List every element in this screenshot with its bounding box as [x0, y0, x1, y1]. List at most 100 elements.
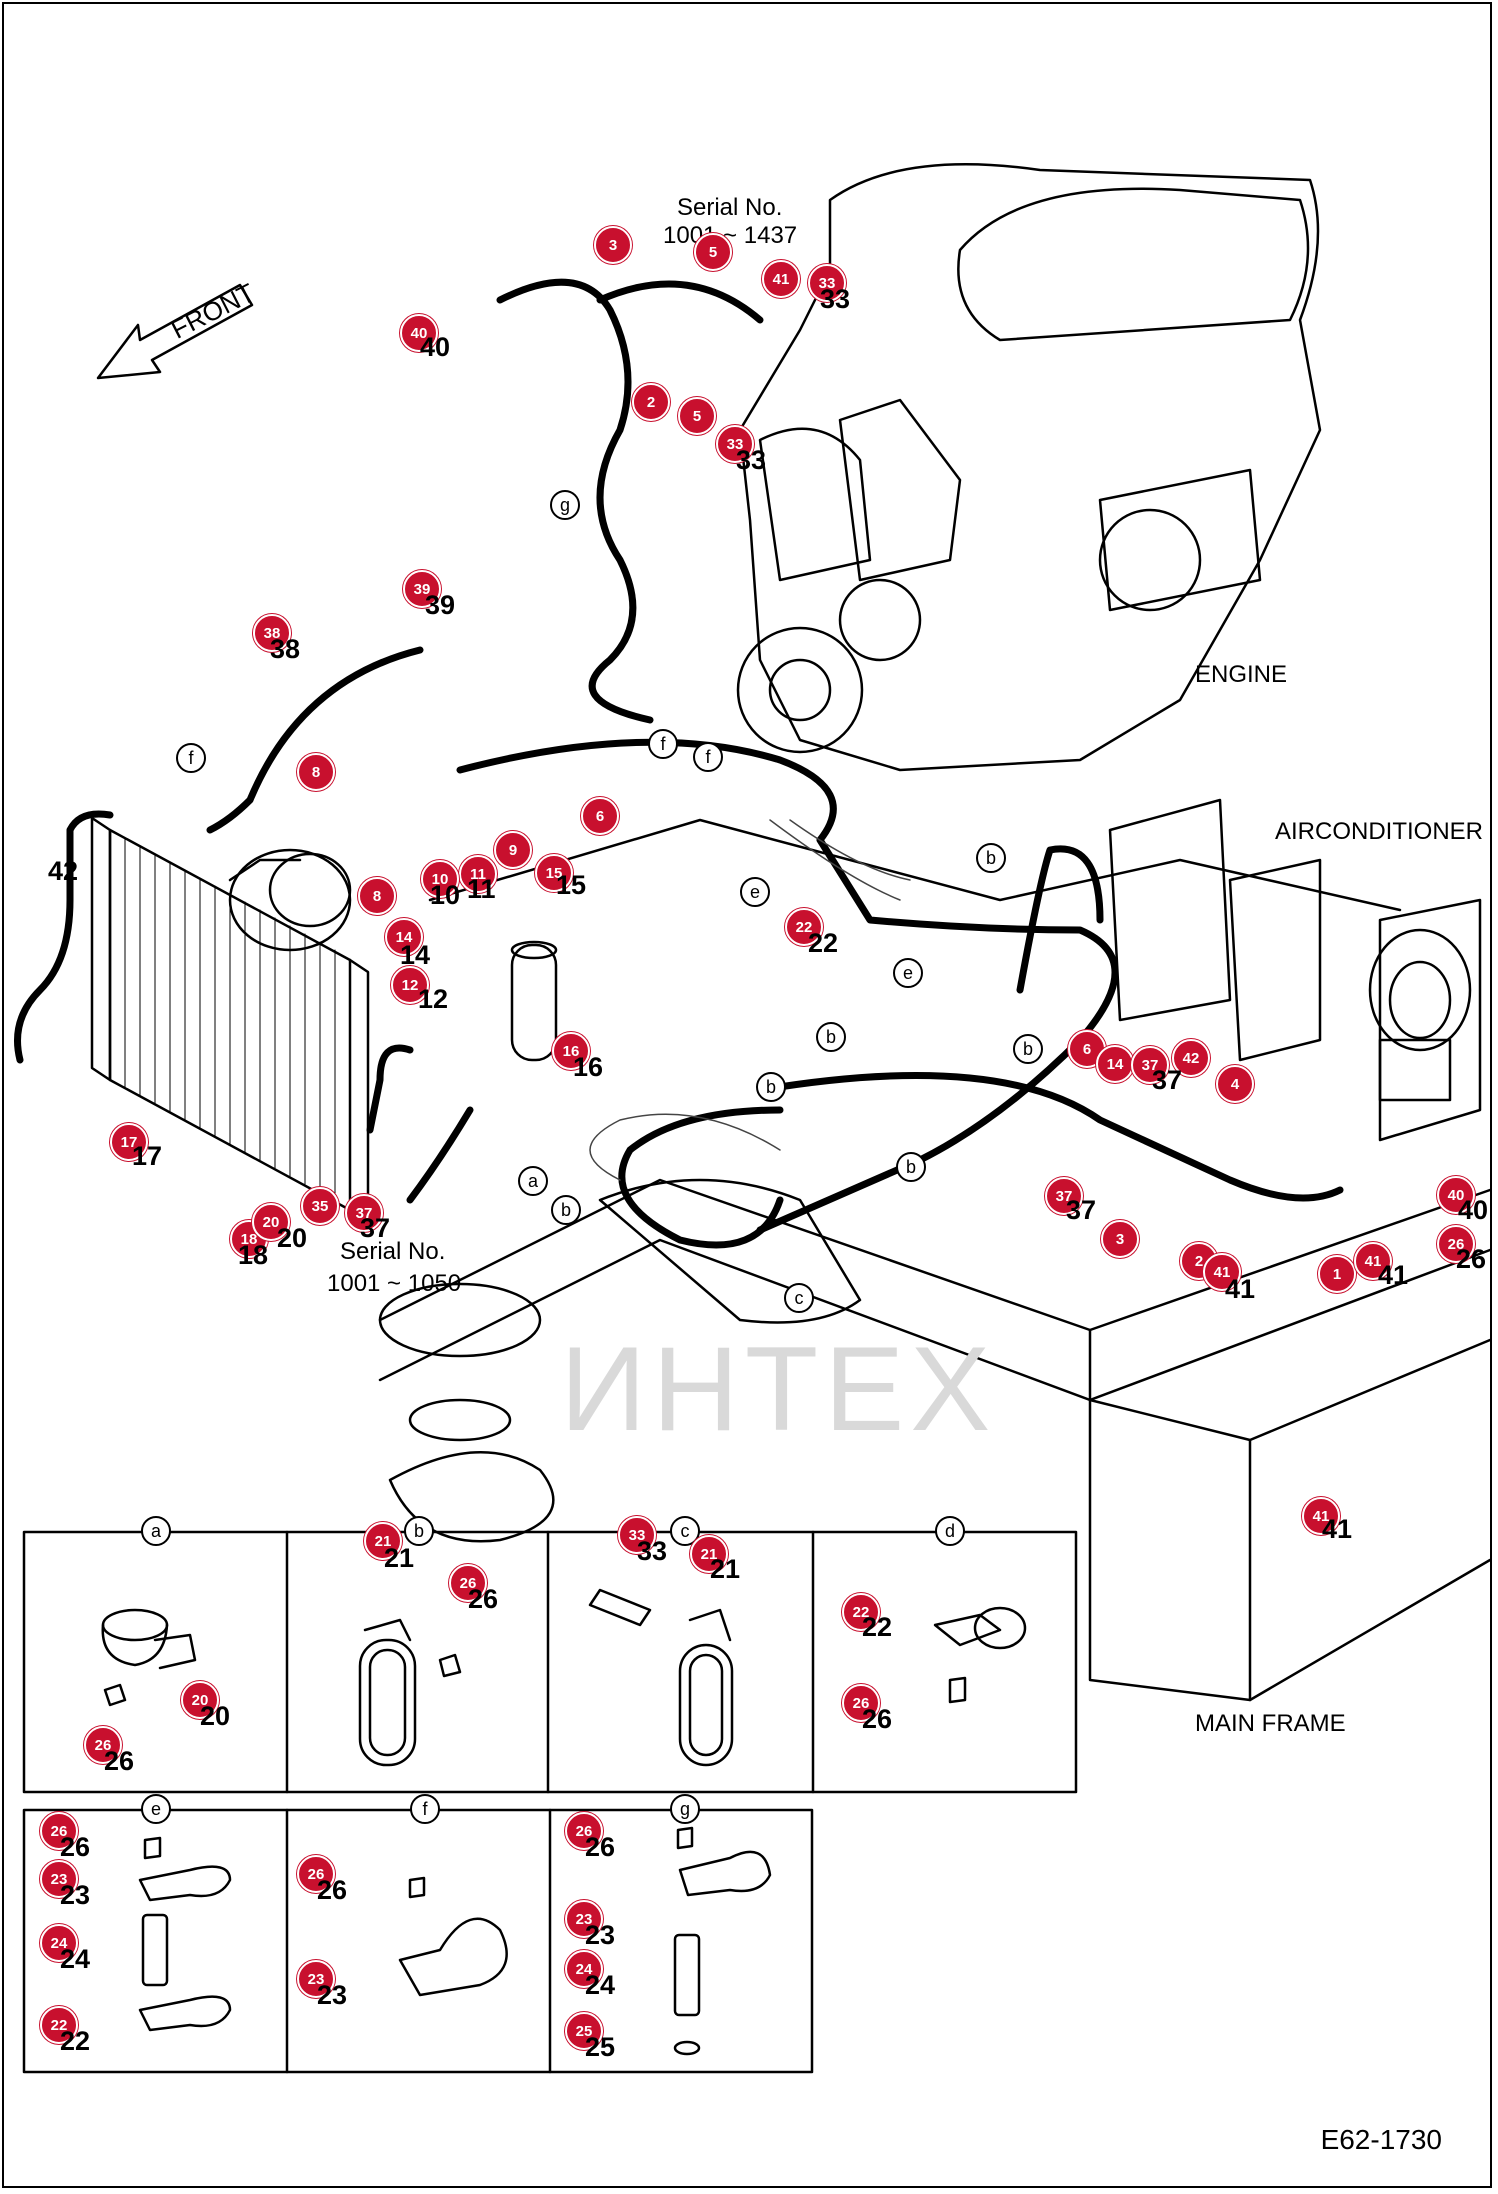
serial-bottom-title: Serial No. [340, 1238, 446, 1265]
callout-14: 15 [556, 870, 587, 900]
callout-badge-38[interactable]: 39 [403, 570, 441, 608]
callout-badge-31[interactable]: 33 [808, 264, 846, 302]
callout-badge-34b[interactable]: 37 [1045, 1177, 1083, 1215]
detail-ref-b: b [404, 1516, 434, 1546]
callout-22: 22 [808, 928, 839, 958]
hose-bundle-lines [589, 819, 911, 1181]
detail-g-badge-26[interactable]: 26 [565, 1812, 603, 1850]
detail-a-badge-20[interactable]: 20 [181, 1681, 219, 1719]
callout-badge-35b[interactable]: 41 [1354, 1242, 1392, 1280]
callout-badge-34c[interactable]: 37 [345, 1194, 383, 1232]
callout-badge-39[interactable]: 40 [400, 314, 438, 352]
compressor [228, 848, 352, 952]
detail-e-badge-26[interactable]: 26 [40, 1812, 78, 1850]
callout-badge-34[interactable]: 37 [1131, 1046, 1169, 1084]
detail-f-badge-23[interactable]: 23 [297, 1960, 335, 1998]
callout-badge-36[interactable]: 38 [253, 614, 291, 652]
detail-g-callout-25: 25 [585, 2032, 616, 2062]
detail-e-stack [138, 1836, 232, 2032]
front-arrow [96, 283, 254, 380]
callout-badge-13[interactable]: 14 [385, 918, 423, 956]
callout-badge-4[interactable]: 4 [1216, 1065, 1254, 1103]
callout-badge-5b[interactable]: 5 [678, 397, 716, 435]
callout-35b: 41 [1378, 1260, 1409, 1290]
callout-16: 17 [132, 1141, 163, 1171]
detail-ref-e: e [141, 1794, 171, 1824]
callout-badge-10[interactable]: 10 [421, 860, 459, 898]
callout-badge-8b[interactable]: 8 [358, 877, 396, 915]
serial-top-title: Serial No. [677, 194, 783, 221]
ref-f-main-3: f [176, 743, 206, 773]
callout-badge-18[interactable]: 20 [252, 1203, 290, 1241]
callout-badge-35c[interactable]: 41 [1302, 1497, 1340, 1535]
detail-ref-d: d [935, 1516, 965, 1546]
detail-g-callout-26: 26 [585, 1832, 616, 1862]
callout-badge-1[interactable]: 1 [1318, 1255, 1356, 1293]
detail-c-badge-21[interactable]: 21 [690, 1535, 728, 1573]
detail-a-badge-26[interactable]: 26 [84, 1726, 122, 1764]
callout-39: 40 [420, 332, 451, 362]
detail-e-callout-23: 23 [60, 1880, 91, 1910]
detail-e-callout-22: 22 [60, 2026, 91, 2056]
detail-panel-abcd [22, 1530, 1078, 1794]
callout-badge-37[interactable]: 40 [1437, 1176, 1475, 1214]
callout-badge-13b[interactable]: 14 [1096, 1045, 1134, 1083]
engine-label: ENGINE [1195, 661, 1288, 688]
detail-g-badge-23[interactable]: 23 [565, 1900, 603, 1938]
callout-badge-12[interactable]: 12 [391, 966, 429, 1004]
detail-b-badge-21[interactable]: 21 [364, 1522, 402, 1560]
detail-g-badge-25[interactable]: 25 [565, 2012, 603, 2050]
ref-c-main: c [784, 1283, 814, 1313]
callout-badge-22[interactable]: 22 [785, 908, 823, 946]
detail-d-clamp [933, 1606, 1027, 1704]
callout-badge-16[interactable]: 17 [110, 1123, 148, 1161]
detail-c-spacer [588, 1588, 734, 1767]
callout-34b: 37 [1066, 1195, 1097, 1225]
detail-e-badge-24[interactable]: 24 [40, 1924, 78, 1962]
callout-badge-2[interactable]: 2 [632, 383, 670, 421]
detail-c-callout-33: 33 [637, 1536, 668, 1566]
callout-badge-40[interactable]: 41 [762, 260, 800, 298]
detail-c-badge-33[interactable]: 33 [618, 1516, 656, 1554]
detail-ref-g: g [670, 1794, 700, 1824]
detail-e-badge-23[interactable]: 23 [40, 1860, 78, 1898]
detail-b-badge-26[interactable]: 26 [449, 1564, 487, 1602]
callout-35c: 41 [1322, 1514, 1353, 1544]
callout-badge-14[interactable]: 15 [535, 854, 573, 892]
callout-badge-3b[interactable]: 3 [1101, 1220, 1139, 1258]
callout-18: 20 [277, 1223, 308, 1253]
detail-d-badge-22[interactable]: 22 [842, 1593, 880, 1631]
ref-g-main: g [550, 490, 580, 520]
callout-badge-26[interactable]: 26 [1437, 1225, 1475, 1263]
detail-a-clamp [101, 1608, 197, 1707]
ref-e-main-2: e [893, 958, 923, 988]
callout-badge-42[interactable]: 42 [1172, 1039, 1210, 1077]
callout-15: 16 [573, 1052, 604, 1082]
callout-badge-8[interactable]: 8 [297, 753, 335, 791]
detail-d-badge-26[interactable]: 26 [842, 1684, 880, 1722]
detail-g-callout-23: 23 [585, 1920, 616, 1950]
aircon-unit [1368, 898, 1482, 1142]
callout-badge-9[interactable]: 9 [494, 831, 532, 869]
detail-ref-c: c [670, 1516, 700, 1546]
detail-e-badge-22[interactable]: 22 [40, 2006, 78, 2044]
callout-badge-35[interactable]: 41 [1203, 1253, 1241, 1291]
callout-badge-6[interactable]: 6 [581, 797, 619, 835]
detail-b-callout-26: 26 [468, 1584, 499, 1614]
detail-f-badge-26[interactable]: 26 [297, 1855, 335, 1893]
callout-badge-3[interactable]: 3 [594, 226, 632, 264]
callout-badge-11[interactable]: 11 [459, 855, 497, 893]
callout-badge-32[interactable]: 35 [301, 1187, 339, 1225]
callout-badge-31b[interactable]: 33 [716, 425, 754, 463]
callout-31b: 33 [736, 445, 767, 475]
callout-34: 37 [1152, 1065, 1183, 1095]
aircon-label: AIRCONDITIONER [1275, 818, 1484, 845]
ref-b-main-5: b [896, 1152, 926, 1182]
watermark: ИНТЕХ [560, 1322, 997, 1456]
callout-17: 18 [238, 1240, 269, 1270]
detail-g-callout-24: 24 [585, 1970, 616, 2000]
detail-ref-f: f [410, 1794, 440, 1824]
callout-badge-5[interactable]: 5 [694, 233, 732, 271]
detail-g-badge-24[interactable]: 24 [565, 1950, 603, 1988]
callout-badge-15[interactable]: 16 [552, 1032, 590, 1070]
